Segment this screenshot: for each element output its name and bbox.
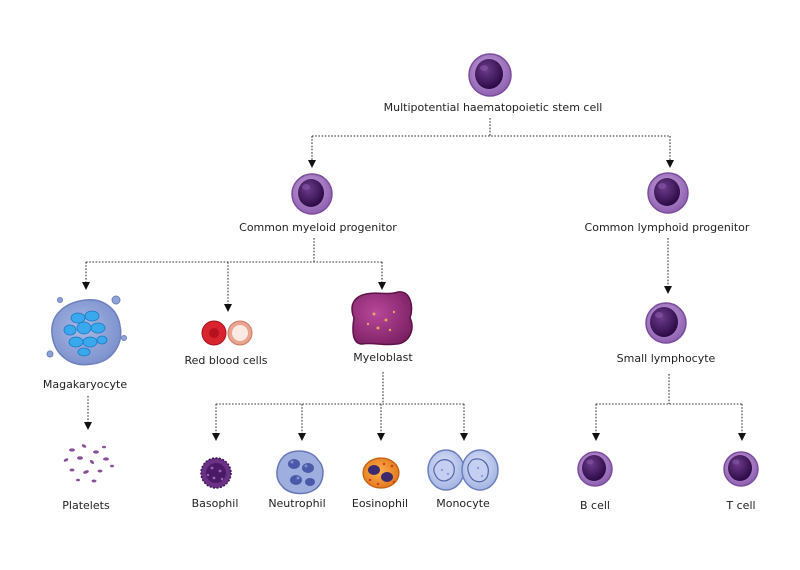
myeloid-progenitor-label: Common myeloid progenitor (239, 221, 397, 234)
arrowhead (224, 304, 232, 312)
monocyte: Monocyte (427, 449, 499, 510)
stem-cell-label: Multipotential haematopoietic stem cell (384, 101, 603, 114)
small-lymphocyte-label: Small lymphocyte (617, 352, 716, 365)
red-blood-cells-icon (201, 320, 253, 346)
arrowhead (377, 433, 385, 441)
t-cell-label: T cell (725, 499, 755, 512)
basophil: Basophil (192, 457, 239, 510)
lymphoid-progenitor: Common lymphoid progenitor (585, 172, 750, 234)
arrowhead (84, 422, 92, 430)
b-cell-icon (577, 451, 613, 487)
connector-stem-to-progenitors (311, 118, 671, 160)
arrowhead (460, 433, 468, 441)
arrowhead (82, 282, 90, 290)
connector-myeloid-to-children (85, 238, 383, 304)
neutrophil-label: Neutrophil (268, 497, 325, 510)
arrowhead (298, 433, 306, 441)
stem-cell-icon (468, 53, 512, 97)
basophil-icon (200, 457, 232, 489)
t-cell-icon (723, 451, 759, 487)
eosinophil-label: Eosinophil (352, 497, 408, 510)
b-cell: B cell (577, 451, 613, 512)
neutrophil-icon (276, 450, 324, 495)
b-cell-label: B cell (580, 499, 610, 512)
connector-myeloblast-to-granulocytes (215, 372, 465, 433)
myeloblast-label: Myeloblast (353, 351, 413, 364)
myeloblast: Myeloblast (351, 291, 413, 364)
megakaryocyte-icon (46, 295, 127, 366)
t-cell: T cell (723, 451, 759, 512)
arrowhead (212, 433, 220, 441)
stem-cell: Multipotential haematopoietic stem cell (384, 53, 603, 114)
lymphoid-progenitor-label: Common lymphoid progenitor (585, 221, 750, 234)
small-lymphocyte: Small lymphocyte (617, 302, 716, 365)
megakaryocyte-label: Magakaryocyte (43, 378, 128, 391)
eosinophil-icon (362, 457, 400, 489)
arrowhead (666, 160, 674, 168)
myeloid-progenitor-icon (291, 173, 333, 215)
small-lymphocyte-icon (645, 302, 687, 344)
arrowhead (308, 160, 316, 168)
monocyte-icon (427, 449, 499, 491)
arrowhead (378, 282, 386, 290)
arrowhead (738, 433, 746, 441)
platelets-label: Platelets (62, 499, 110, 512)
basophil-label: Basophil (192, 497, 239, 510)
connector-small-lymphocyte-to-b-t-cells (595, 374, 743, 433)
platelets-icon (63, 444, 114, 483)
arrowhead (592, 433, 600, 441)
neutrophil: Neutrophil (268, 450, 326, 510)
monocyte-label: Monocyte (436, 497, 490, 510)
myeloblast-icon (351, 291, 413, 346)
connectors (82, 118, 746, 441)
platelets: Platelets (62, 444, 114, 512)
eosinophil: Eosinophil (352, 457, 408, 510)
myeloid-progenitor: Common myeloid progenitor (239, 173, 397, 234)
arrowhead (664, 286, 672, 294)
red-blood-cells: Red blood cells (184, 320, 268, 367)
megakaryocyte: Magakaryocyte (43, 295, 128, 391)
red-blood-cells-label: Red blood cells (184, 354, 267, 367)
lymphoid-progenitor-icon (647, 172, 689, 214)
